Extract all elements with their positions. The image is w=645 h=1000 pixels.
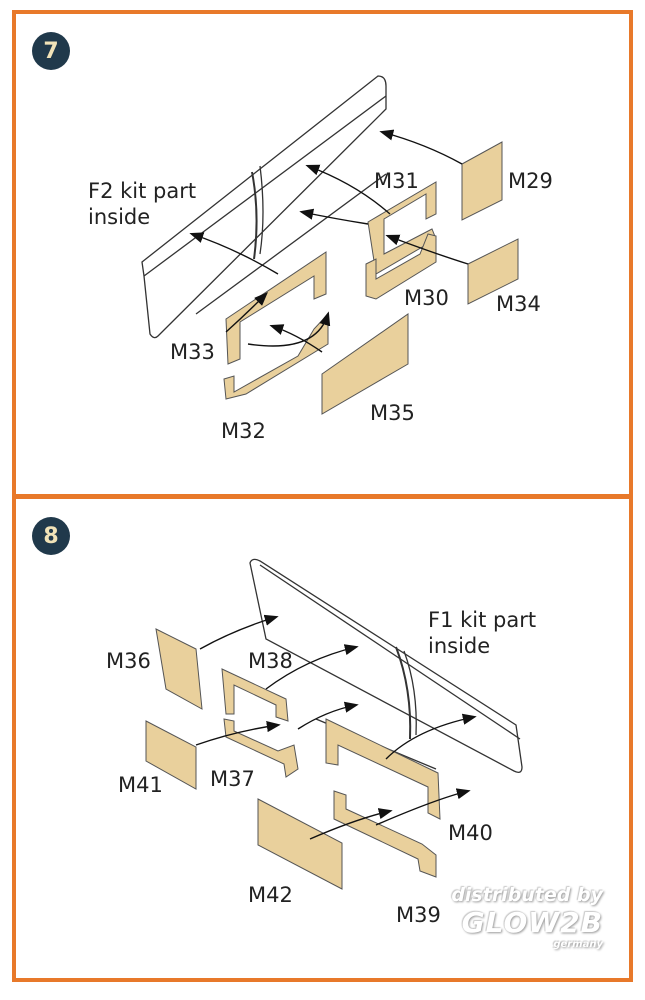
step-7-diagram (141, 75, 519, 415)
part-label: M30 (404, 286, 449, 310)
step-8-diagram (145, 558, 523, 890)
part-label: M41 (118, 773, 163, 797)
parts (223, 141, 519, 415)
part-label: M37 (210, 767, 255, 791)
part-label: M35 (370, 401, 415, 425)
flap-outline (249, 558, 523, 773)
part-label: M40 (448, 821, 493, 845)
part-label: M42 (248, 883, 293, 907)
parts (145, 628, 441, 890)
part-label: M36 (106, 649, 151, 673)
part-label: M38 (248, 649, 293, 673)
part-label: M33 (170, 340, 215, 364)
distributor-watermark: distributed by GLOW2B germany (451, 884, 603, 950)
part-label: M29 (508, 169, 553, 193)
part-label: M39 (396, 903, 441, 927)
arrows (189, 129, 469, 353)
part-label: M34 (496, 292, 541, 316)
arrows (195, 614, 477, 840)
step-number-badge: 7 (32, 32, 70, 70)
part-label: M31 (374, 169, 419, 193)
part-label: M32 (221, 419, 266, 443)
step-number-badge: 8 (32, 517, 70, 555)
flap-outline (141, 75, 387, 339)
